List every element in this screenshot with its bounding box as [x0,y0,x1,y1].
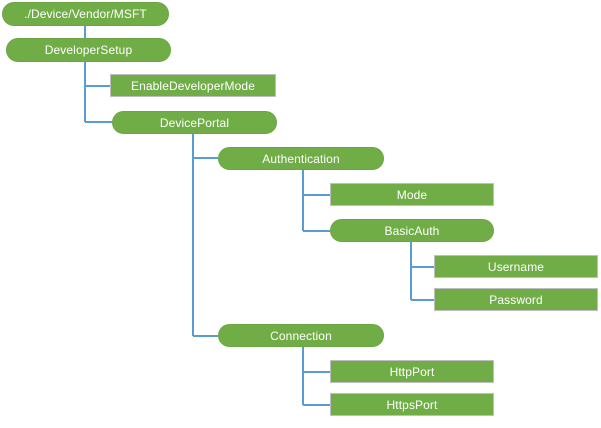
tree-node-label: Mode [396,187,428,202]
tree-node-password[interactable]: Password [434,288,598,311]
tree-node-httpport[interactable]: HttpPort [330,360,494,383]
tree-node-developersetup[interactable]: DeveloperSetup [6,38,171,62]
tree-node-username[interactable]: Username [434,255,598,278]
tree-node-label: Connection [270,328,332,343]
tree-node-label: BasicAuth [384,223,440,238]
tree-node-label: HttpPort [389,364,435,379]
tree-node-label: ./Device/Vendor/MSFT [24,7,147,21]
tree-node-root[interactable]: ./Device/Vendor/MSFT [2,2,169,26]
tree-node-basicauth[interactable]: BasicAuth [330,219,494,242]
tree-node-deviceportal[interactable]: DevicePortal [112,111,277,134]
tree-node-httpsport[interactable]: HttpsPort [330,393,494,416]
tree-node-mode[interactable]: Mode [330,183,494,206]
tree-node-label: Password [489,292,543,307]
tree-node-label: DeveloperSetup [44,43,133,57]
tree-node-authentication[interactable]: Authentication [218,147,384,170]
tree-node-label: Username [487,259,545,274]
tree-node-label: Authentication [262,151,340,166]
tree-node-label: DevicePortal [159,115,230,130]
tree-node-connection[interactable]: Connection [218,324,384,347]
tree-node-label: HttpsPort [386,397,438,412]
tree-node-enabledevelopermode[interactable]: EnableDeveloperMode [110,74,276,97]
tree-node-label: EnableDeveloperMode [131,78,255,93]
